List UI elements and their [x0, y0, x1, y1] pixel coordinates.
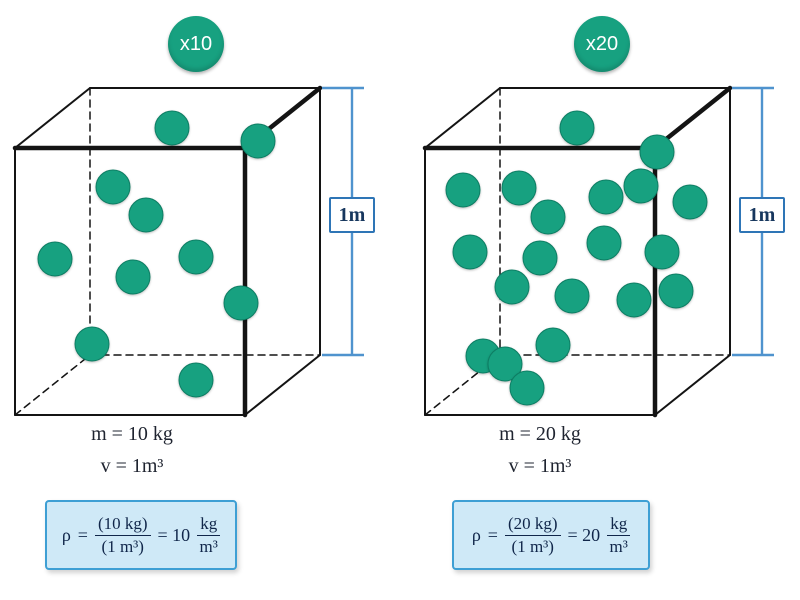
- left-volume-caption: v = 1m³: [100, 455, 164, 477]
- particle-dot: [509, 370, 545, 406]
- particle-dot: [672, 184, 708, 220]
- particle-dot: [37, 241, 73, 277]
- particle-dot: [623, 168, 659, 204]
- fraction-numerator: (10 kg): [94, 514, 151, 536]
- particle-dot: [115, 259, 151, 295]
- particle-dot: [494, 269, 530, 305]
- right-count-badge: x20: [574, 16, 630, 72]
- units-fraction: kg m³: [607, 514, 631, 556]
- particle-dot: [559, 110, 595, 146]
- result-value: = 10: [157, 524, 191, 545]
- left-density-formula-box: ρ = (10 kg) (1 m³) = 10 kg m³: [45, 500, 237, 570]
- fraction-denominator: (1 m³): [101, 536, 144, 556]
- particle-dot: [644, 234, 680, 270]
- particle-dot: [452, 234, 488, 270]
- mass-volume-fraction: (10 kg) (1 m³): [94, 514, 151, 556]
- right-density-formula-box: ρ = (20 kg) (1 m³) = 20 kg m³: [452, 500, 650, 570]
- particle-dot: [95, 169, 131, 205]
- particle-dot: [588, 179, 624, 215]
- rho-symbol: ρ: [61, 524, 71, 545]
- particle-dot: [178, 362, 214, 398]
- units-denominator: m³: [609, 536, 628, 556]
- particle-dot: [487, 346, 523, 382]
- particle-dot: [128, 197, 164, 233]
- left-dimension-value: 1m: [338, 203, 366, 226]
- units-numerator: kg: [197, 514, 221, 536]
- mass-volume-fraction: (20 kg) (1 m³): [504, 514, 561, 556]
- result-value: = 20: [567, 524, 601, 545]
- left-cube-particles: [37, 110, 276, 398]
- left-cube-wireframe: [12, 85, 323, 418]
- particle-dot: [178, 239, 214, 275]
- particle-dot: [658, 273, 694, 309]
- left-mass-caption: m = 10 kg: [91, 423, 173, 445]
- rho-symbol: ρ: [471, 524, 481, 545]
- left-cube-hidden-edges: [14, 87, 321, 416]
- particle-dot: [639, 134, 675, 170]
- particle-dot: [223, 285, 259, 321]
- particle-dot: [240, 123, 276, 159]
- fraction-denominator: (1 m³): [511, 536, 554, 556]
- fraction-numerator: (20 kg): [504, 514, 561, 536]
- left-cube-solid-edges: [14, 87, 321, 416]
- right-dimension-label: 1m: [739, 197, 785, 233]
- left-dimension-label: 1m: [329, 197, 375, 233]
- equals-sign: =: [487, 524, 498, 545]
- right-volume-caption: v = 1m³: [508, 455, 572, 477]
- particle-dot: [445, 172, 481, 208]
- particle-dot: [530, 199, 566, 235]
- particle-dot: [586, 225, 622, 261]
- particle-dot: [535, 327, 571, 363]
- units-denominator: m³: [199, 536, 218, 556]
- particle-dot: [554, 278, 590, 314]
- particle-dot: [501, 170, 537, 206]
- right-count-label: x20: [585, 32, 619, 55]
- left-count-badge: x10: [168, 16, 224, 72]
- equals-sign: =: [77, 524, 88, 545]
- right-mass-caption: m = 20 kg: [499, 423, 581, 445]
- right-dimension-value: 1m: [748, 203, 776, 226]
- right-cube-hidden-edges: [424, 87, 731, 416]
- particle-dot: [74, 326, 110, 362]
- right-cube-particles: [445, 110, 708, 406]
- particle-dot: [522, 240, 558, 276]
- particle-dot: [616, 282, 652, 318]
- units-fraction: kg m³: [197, 514, 221, 556]
- right-cube-solid-edges: [424, 87, 731, 416]
- particle-dot: [154, 110, 190, 146]
- units-numerator: kg: [607, 514, 631, 536]
- left-count-label: x10: [179, 32, 213, 55]
